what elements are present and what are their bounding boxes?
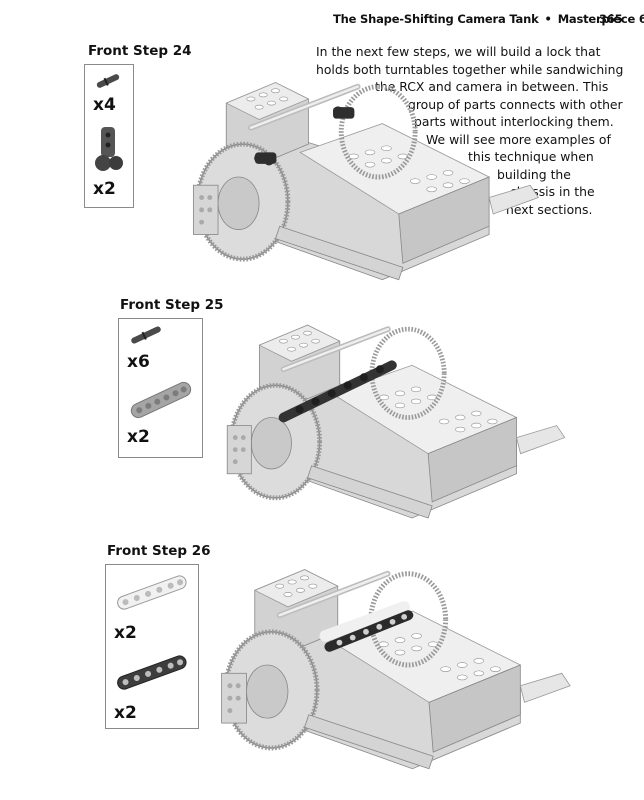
- technic-pin-icon: [96, 74, 120, 88]
- step-24-model-illustration: [135, 62, 605, 292]
- step-25-model-illustration: [205, 305, 595, 530]
- part-quantity: x4: [93, 95, 116, 115]
- intro-line: building the: [497, 166, 571, 182]
- intro-line: next sections.: [506, 201, 593, 217]
- section-title: Masterpiece 6: [557, 12, 644, 26]
- intro-line: this technique when: [468, 149, 594, 164]
- gray-liftarm-beam-icon: [130, 381, 192, 419]
- step-26-model-illustration: [205, 545, 595, 785]
- part-quantity: x6: [127, 352, 150, 372]
- step-25-title: Front Step 25: [120, 297, 224, 313]
- intro-line: In the next few steps, we will build a l…: [316, 44, 601, 59]
- bullet-separator: •: [544, 12, 552, 26]
- step-24-title: Front Step 24: [88, 43, 192, 59]
- liftarm-lock-assembly: [278, 360, 397, 423]
- intro-line: We will see more examples of: [426, 131, 611, 147]
- white-liftarm-beam-icon: [117, 575, 187, 610]
- part-quantity: x2: [127, 427, 150, 447]
- intro-line: the RCX and camera in between. This: [375, 79, 609, 94]
- axle-pin-connector-part: [254, 106, 355, 166]
- axle-pin-connector-icon: [95, 127, 123, 171]
- dark-liftarm-beam-icon: [117, 655, 187, 690]
- step-26-title: Front Step 26: [107, 543, 211, 559]
- part-quantity: x2: [93, 179, 116, 199]
- intro-line: holds both turntables together while san…: [316, 61, 624, 77]
- step-26-parts-box: x2 x2: [105, 564, 199, 729]
- technic-pin-icon: [131, 326, 161, 344]
- step-24-parts-box: x4 x2: [84, 64, 134, 208]
- step-25-parts-box: x6 x2: [118, 318, 203, 458]
- part-quantity: x2: [114, 623, 137, 643]
- running-head: The Shape-Shifting Camera Tank • Masterpie…: [333, 12, 644, 26]
- liftarm-lock-assembly: [319, 601, 414, 652]
- page-number: 365: [599, 12, 623, 26]
- intro-line: parts without interlocking them.: [414, 114, 614, 129]
- intro-line: group of parts connects with other: [408, 96, 623, 112]
- part-quantity: x2: [114, 703, 137, 723]
- chapter-title: The Shape-Shifting Camera Tank: [333, 12, 539, 26]
